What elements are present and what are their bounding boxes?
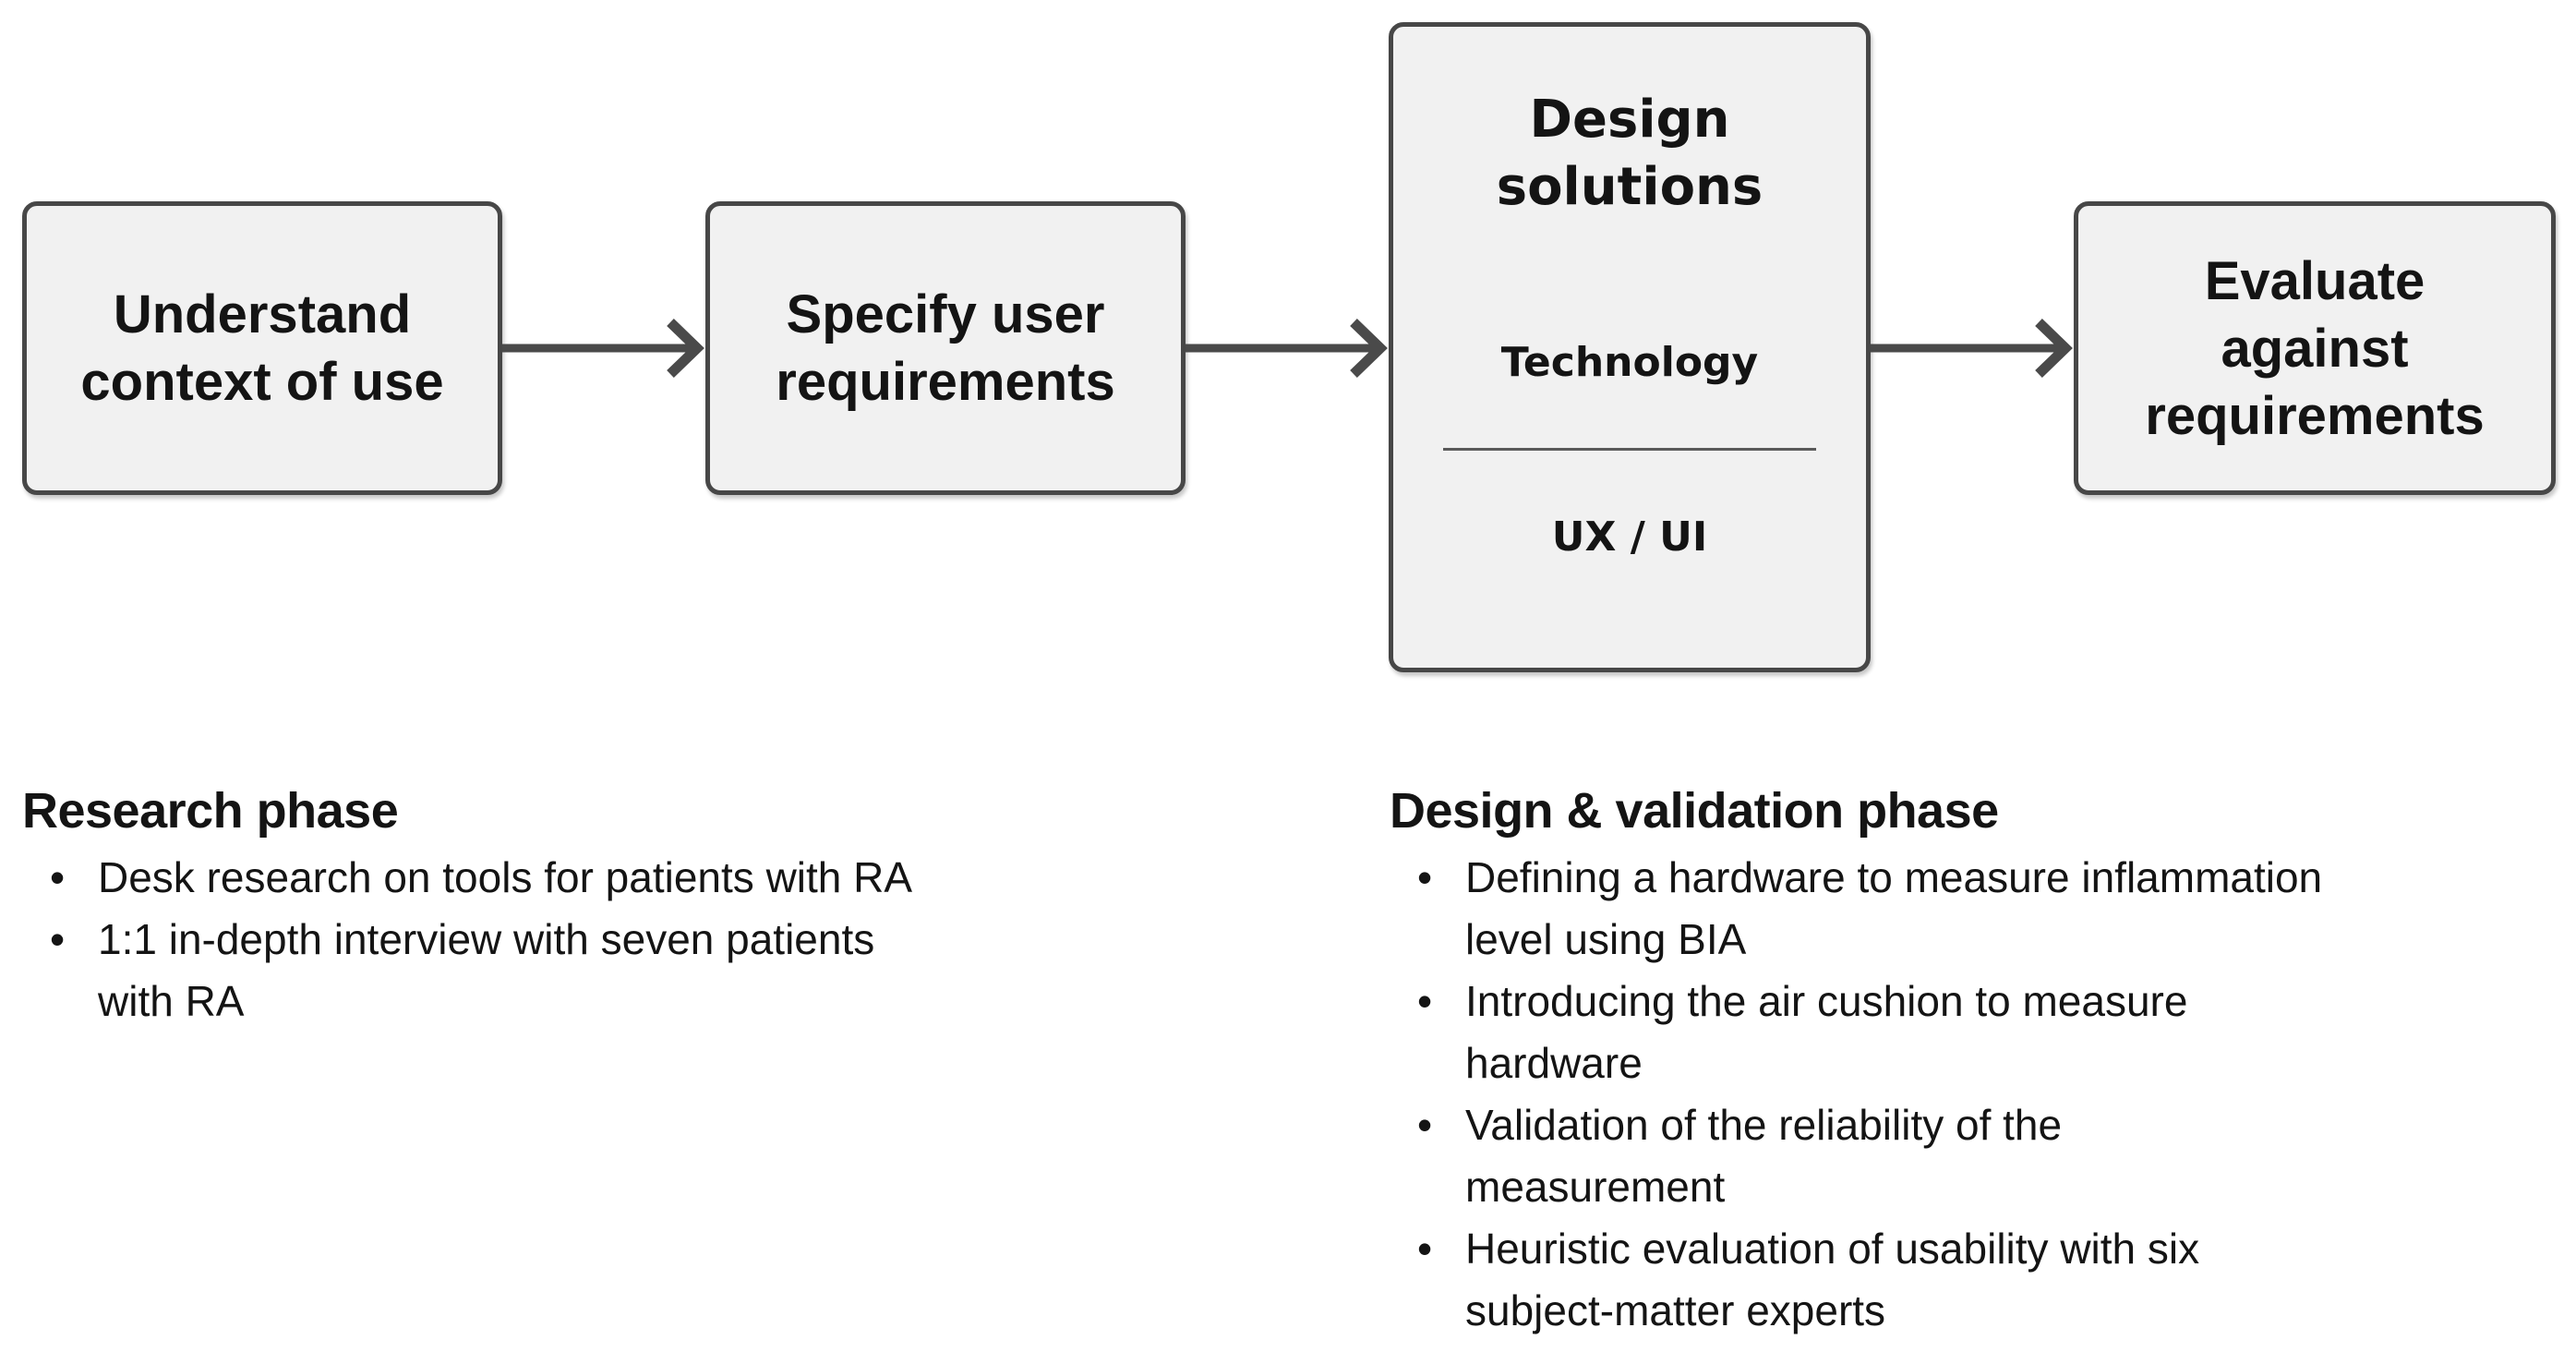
flow-step-label: Specify user requirements — [776, 284, 1115, 412]
list-item: Defining a hardware to measure inflammat… — [1390, 847, 2570, 971]
section-research-phase: Research phase Desk research on tools fo… — [22, 780, 1176, 1032]
list-item: Heuristic evaluation of usability with s… — [1390, 1218, 2570, 1342]
list-item: Validation of the reliability of the mea… — [1390, 1094, 2570, 1218]
flow-step-specify-requirements: Specify user requirements — [705, 201, 1186, 495]
bullet-list: Desk research on tools for patients with… — [22, 847, 1176, 1032]
bullet-list: Defining a hardware to measure inflammat… — [1390, 847, 2570, 1342]
list-item: Desk research on tools for patients with… — [22, 847, 1176, 909]
arrow-right-icon — [502, 297, 707, 399]
flow-step-label: Evaluate against requirements — [2145, 250, 2485, 446]
list-item: 1:1 in-depth interview with seven patien… — [22, 909, 1176, 1032]
design-sub-item-uxui: UX / UI — [1551, 513, 1708, 561]
flow-step-understand-context: Understand context of use — [22, 201, 502, 495]
flow-step-evaluate-requirements: Evaluate against requirements — [2074, 201, 2556, 495]
section-title: Design & validation phase — [1390, 783, 1999, 839]
design-sub-item-technology: Technology — [1500, 339, 1759, 386]
arrow-right-icon — [1186, 297, 1390, 399]
flow-step-label: Understand context of use — [80, 284, 444, 412]
list-item: Introducing the air cushion to measure h… — [1390, 971, 2570, 1094]
arrow-right-icon — [1871, 297, 2076, 399]
divider-line — [1443, 448, 1816, 451]
section-title: Research phase — [22, 783, 399, 839]
section-design-validation-phase: Design & validation phase Defining a har… — [1390, 780, 2570, 1342]
flow-step-label: Design solutions — [1496, 90, 1763, 217]
flow-step-design-solutions: Design solutions Technology UX / UI — [1389, 22, 1871, 672]
